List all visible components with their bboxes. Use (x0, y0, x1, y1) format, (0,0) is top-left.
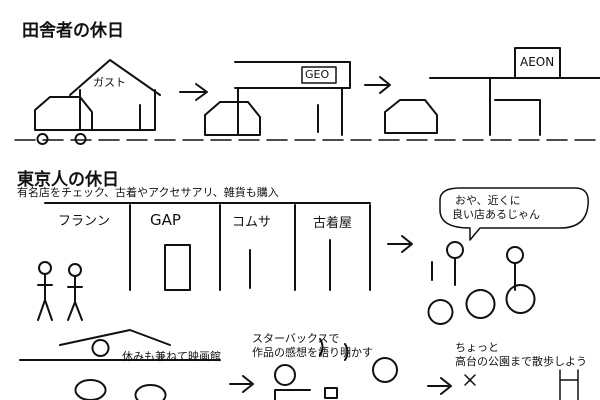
shopping-street (44, 202, 371, 291)
cafe-caption-2: 作品の感想を語り明かす (252, 346, 373, 359)
arrow-1 (179, 83, 208, 101)
panel2-title: 東京人の休日 (17, 170, 119, 190)
car-2 (204, 101, 261, 136)
panel2-caption: 有名店をチェック、古着やアクセサアリ、雑貨も購入 (17, 186, 279, 199)
speech-bubble (439, 187, 589, 241)
shop-sign: GAP (150, 211, 181, 229)
cafe-scene (274, 338, 398, 400)
shop-sign: コムサ (232, 215, 272, 230)
shoppers-with-bags (427, 241, 536, 325)
video-store-building (234, 61, 351, 136)
arrow-3 (387, 235, 413, 253)
shop-sign: 古着屋 (313, 216, 353, 231)
speech-line-1: おや、近くに (455, 194, 521, 207)
park-caption-1: ちょっと (455, 341, 499, 354)
car-3 (384, 99, 438, 134)
arrow-4 (229, 375, 254, 393)
sign-restaurant: ガスト (93, 76, 126, 89)
panel1-title: 田舎者の休日 (22, 21, 124, 41)
shop-sign: フランン (58, 214, 111, 229)
movie-theater (19, 329, 221, 400)
mall-building (429, 47, 600, 136)
sign-video-store: GEO (305, 68, 330, 81)
movie-caption: 休みも兼ねて映画館 (122, 350, 221, 363)
arrow-5 (427, 377, 452, 395)
park-scene (464, 369, 579, 400)
car-1 (34, 96, 93, 145)
sign-mall: AEON (520, 55, 555, 69)
cafe-caption-1: スターバックスで (252, 332, 340, 345)
family-restaurant-building (69, 59, 161, 131)
speech-line-2: 良い店あるじゃん (452, 208, 540, 221)
arrow-2 (364, 76, 391, 94)
park-caption-2: 高台の公園まで散歩しよう (455, 355, 587, 368)
stick-figures (37, 261, 83, 321)
